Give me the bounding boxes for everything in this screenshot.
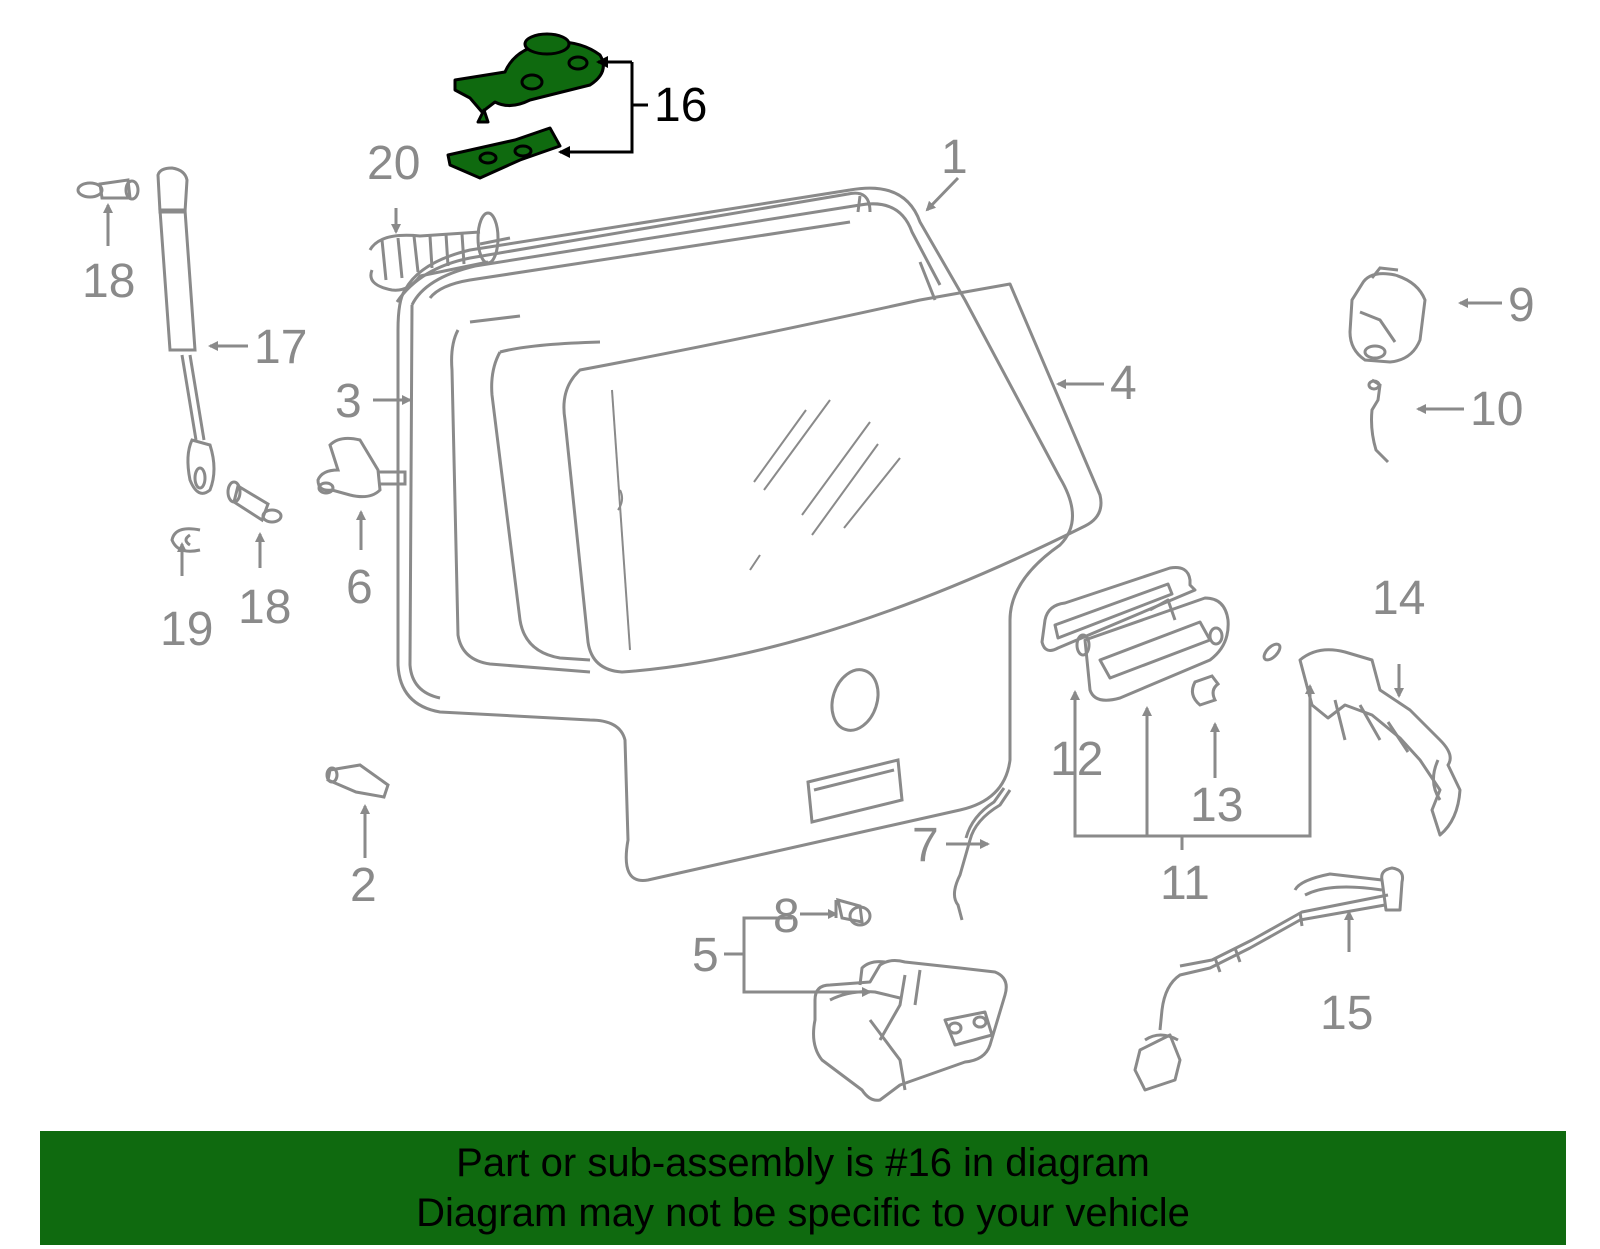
ball-stud-upper (76, 178, 140, 201)
gas-strut (156, 166, 216, 495)
control-rod (953, 787, 1012, 921)
latch-assembly (812, 959, 1008, 1102)
weatherstrip (395, 191, 872, 303)
retaining-clip (170, 527, 201, 553)
wiper-cable (1367, 378, 1390, 464)
hinge-assembly-16 (446, 32, 605, 180)
callout-18-lower: 18 (238, 581, 292, 634)
parts-diagram: 1 2 3 4 5 6 7 8 9 10 11 12 13 14 15 16 1… (76, 32, 1535, 1102)
liftgate-panel (396, 186, 1074, 882)
ball-stud-lower (226, 480, 283, 524)
callout-17: 17 (254, 321, 308, 374)
callout-5: 5 (692, 929, 719, 982)
rear-glass (490, 282, 1103, 674)
banner-line-2: Diagram may not be specific to your vehi… (416, 1191, 1190, 1235)
bump-stop (325, 763, 390, 799)
callout-19: 19 (160, 603, 214, 656)
callout-14: 14 (1372, 572, 1426, 625)
callout-12: 12 (1050, 733, 1104, 786)
callout-3: 3 (335, 375, 362, 428)
callout-11: 11 (1160, 857, 1210, 910)
callout-4: 4 (1110, 357, 1137, 410)
callout-15: 15 (1320, 987, 1374, 1040)
handle-clip (1190, 674, 1221, 707)
leader-lines (103, 176, 1502, 997)
callout-9: 9 (1508, 279, 1535, 332)
lock-bolt (834, 897, 872, 927)
callout-18-upper: 18 (82, 255, 136, 308)
callout-16-bracket (558, 56, 648, 158)
callout-13: 13 (1190, 779, 1244, 832)
callout-6: 6 (346, 561, 373, 614)
lock-cylinder (1298, 648, 1462, 837)
grommet (1262, 642, 1282, 662)
info-banner: Part or sub-assembly is #16 in diagram D… (40, 1131, 1566, 1245)
callout-7: 7 (912, 819, 939, 872)
release-cable (1133, 866, 1404, 1092)
callout-16: 16 (654, 79, 708, 132)
liftgate-details (806, 668, 904, 824)
striker (316, 436, 407, 499)
callout-1: 1 (941, 131, 968, 184)
callout-8: 8 (773, 890, 800, 943)
wiper-motor (1348, 266, 1427, 364)
callout-2: 2 (350, 859, 377, 912)
banner-line-1: Part or sub-assembly is #16 in diagram (456, 1141, 1150, 1185)
handle-assembly (1040, 566, 1230, 702)
callout-10: 10 (1470, 383, 1524, 436)
wire-harness (368, 211, 511, 292)
callout-20: 20 (367, 137, 421, 190)
diagram-drawing (76, 32, 1502, 1102)
